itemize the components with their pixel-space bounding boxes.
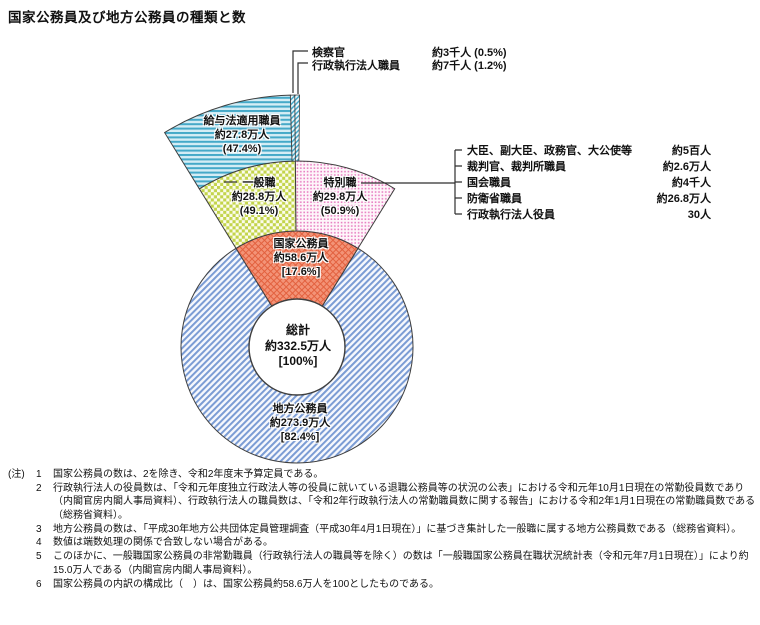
callout-agency-staff-label: 行政執行法人職員 — [312, 60, 400, 72]
special-breakdown-value: 約5百人 — [671, 145, 711, 157]
bracket-special-service-breakdown — [454, 149, 462, 215]
special-breakdown-row: 国会職員 約4千人 — [467, 174, 711, 190]
label-total-count: 約332.5万人 — [264, 338, 332, 353]
label-national-employees-name: 国家公務員 — [273, 238, 329, 250]
label-regular-service-share: (49.1%) — [239, 205, 279, 217]
callout-prosecutors-label: 検察官 — [312, 47, 345, 59]
footnote: 5 このほかに、一般職国家公務員の非常勤職員（行政執行法人の職員等を除く）の数は… — [8, 550, 756, 577]
label-local-employees-share: [82.4%] — [280, 431, 320, 443]
label-local-employees: 地方公務員 約273.9万人 [82.4%] — [270, 402, 331, 444]
label-total-name: 総計 — [285, 322, 310, 337]
footnote: 2 行政執行法人の役員数は、「令和元年度独立行政法人等の役員に就いている退職公務… — [8, 482, 756, 523]
footnote-number: 6 — [36, 578, 42, 590]
label-national-employees-count: 約58.6万人 — [273, 252, 329, 264]
label-special-service-name: 特別職 — [323, 177, 357, 189]
label-special-service-count: 約29.8万人 — [312, 191, 368, 203]
label-regular-service-count: 約28.8万人 — [231, 191, 287, 203]
special-breakdown-value: 約26.8万人 — [656, 193, 711, 205]
label-total-share: [100%] — [278, 353, 318, 368]
center-total-circle — [248, 298, 346, 396]
footnote-number: 1 — [36, 469, 42, 480]
footnote: 4 数値は端数処理の関係で合致しない場合がある。 — [8, 536, 756, 550]
special-breakdown-label: 行政執行法人役員 — [467, 209, 555, 221]
footnote-text: このほかに、一般職国家公務員の非常勤職員（行政執行法人の職員等を除く）の数は「一… — [53, 551, 749, 576]
footnote-number: 5 — [36, 551, 42, 563]
label-pay-law-staff-share: (47.4%) — [222, 143, 262, 155]
label-national-employees-share: [17.6%] — [281, 266, 321, 278]
footnote-text: 地方公務員の数は、「平成30年地方公共団体定員管理調査（平成30年4月1日現在）… — [53, 523, 742, 535]
special-breakdown-label: 防衛省職員 — [467, 193, 522, 205]
label-pay-law-staff-name: 給与法適用職員 — [203, 115, 281, 127]
special-breakdown-label: 国会職員 — [467, 177, 511, 189]
footnote-text: 国家公務員の数は、2を除き、令和2年度末予算定員である。 — [53, 469, 324, 480]
special-breakdown-label: 裁判官、裁判所職員 — [467, 161, 566, 173]
label-national-employees: 国家公務員 約58.6万人 [17.6%] — [274, 237, 329, 279]
footnote-text: 数値は端数処理の関係で合致しない場合がある。 — [53, 537, 273, 549]
callout-prosecutors: 検察官 約3千人 (0.5%) — [312, 44, 507, 60]
leader-line-prosecutors — [292, 50, 308, 93]
label-special-service: 特別職 約29.8万人 (50.9%) — [313, 176, 367, 218]
special-breakdown-row: 大臣、副大臣、政務官、大公使等 約5百人 — [467, 142, 711, 158]
label-regular-service: 一般職 約28.8万人 (49.1%) — [232, 176, 286, 218]
label-pay-law-staff-count: 約27.8万人 — [214, 129, 270, 141]
label-local-employees-name: 地方公務員 — [272, 403, 328, 415]
footnote-prefix: (注) — [8, 469, 25, 480]
page-title: 国家公務員及び地方公務員の種類と数 — [8, 10, 246, 25]
special-breakdown-row: 裁判官、裁判所職員 約2.6万人 — [467, 158, 711, 174]
footnote-text: 国家公務員の内訳の構成比（ ）は、国家公務員約58.6万人を100としたものであ… — [53, 578, 440, 590]
label-pay-law-staff: 給与法適用職員 約27.8万人 (47.4%) — [204, 114, 281, 156]
label-local-employees-count: 約273.9万人 — [269, 417, 331, 429]
label-regular-service-name: 一般職 — [242, 177, 276, 189]
footnote-text: 行政執行法人の役員数は、「令和元年度独立行政法人等の役員に就いている退職公務員等… — [53, 482, 756, 522]
special-breakdown-value: 約4千人 — [671, 177, 711, 189]
callout-agency-staff: 行政執行法人職員 約7千人 (1.2%) — [312, 57, 507, 73]
special-breakdown-value: 約2.6万人 — [662, 161, 711, 173]
callout-prosecutors-value: 約3千人 (0.5%) — [432, 47, 507, 59]
special-breakdown-row: 行政執行法人役員 30人 — [467, 206, 711, 222]
callout-agency-staff-value: 約7千人 (1.2%) — [432, 60, 507, 72]
footnote-number: 2 — [36, 482, 42, 494]
special-breakdown-label: 大臣、副大臣、政務官、大公使等 — [467, 145, 632, 157]
label-total: 総計 約332.5万人 [100%] — [265, 323, 331, 370]
footnote: 3 地方公務員の数は、「平成30年地方公共団体定員管理調査（平成30年4月1日現… — [8, 523, 756, 537]
footnote: 6 国家公務員の内訳の構成比（ ）は、国家公務員約58.6万人を100としたもの… — [8, 578, 756, 592]
label-special-service-share: (50.9%) — [320, 205, 360, 217]
footnote: (注) 1 国家公務員の数は、2を除き、令和2年度末予算定員である。 — [8, 468, 756, 482]
wedge-agency-staff — [294, 94, 301, 162]
special-breakdown-value: 30人 — [687, 209, 711, 221]
footnotes: (注) 1 国家公務員の数は、2を除き、令和2年度末予算定員である。 2 行政執… — [8, 468, 756, 591]
footnote-number: 4 — [36, 537, 42, 549]
special-breakdown-row: 防衛省職員 約26.8万人 — [467, 190, 711, 206]
footnote-number: 3 — [36, 523, 42, 535]
leader-line-agency-staff — [297, 62, 308, 94]
